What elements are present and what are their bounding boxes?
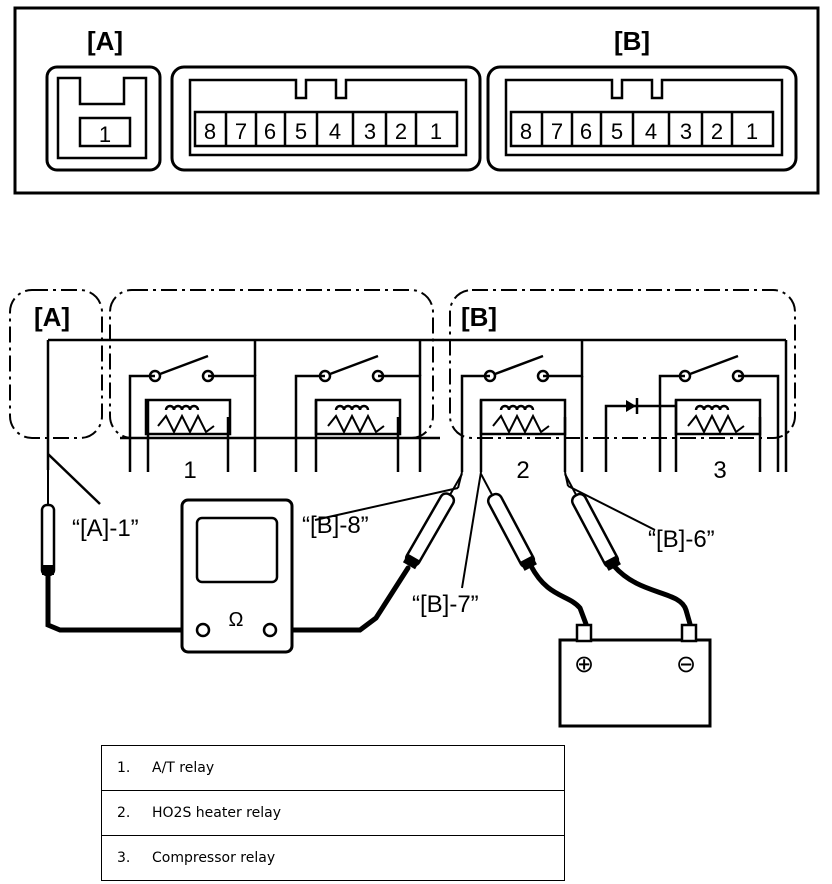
connector-b-pin: 7 (235, 119, 247, 144)
callout-a1: “[A]-1” (72, 515, 139, 542)
connector-b-pin: 3 (364, 119, 376, 144)
connector-b-pin: 4 (329, 119, 341, 144)
connector-b-pin: 1 (430, 119, 442, 144)
relay-2 (479, 354, 567, 436)
boundary-b (449, 289, 796, 439)
connector-b-pin: 2 (395, 119, 407, 144)
battery: ⊕ ⊖ (558, 623, 712, 728)
ohm-symbol: Ω (229, 609, 244, 631)
probe-b7 (480, 473, 537, 571)
connector-b-pin: 8 (204, 119, 216, 144)
legend-text: Compressor relay (152, 850, 276, 866)
legend-row: 1. A/T relay (102, 746, 564, 791)
connector-c-pin: 3 (680, 119, 692, 144)
legend-number: 3. (117, 850, 131, 866)
probe-b8 (402, 473, 463, 570)
connector-c: 8 7 6 5 4 3 2 1 (486, 65, 798, 172)
legend-table: 1. A/T relay 2. HO2S heater relay 3. Com… (101, 745, 565, 881)
circuit-label-a: [A] (34, 302, 70, 332)
connector-b: 8 7 6 5 4 3 2 1 (170, 65, 482, 172)
connector-label-a: [A] (87, 26, 123, 56)
connector-view-frame (13, 6, 820, 195)
connector-b-pin: 5 (295, 119, 307, 144)
relay-number-2: 2 (516, 457, 529, 484)
relay-number-3: 3 (713, 457, 726, 484)
connector-c-pin: 1 (746, 119, 758, 144)
legend-text: HO2S heater relay (152, 805, 281, 821)
relay-number-1: 1 (183, 457, 196, 484)
legend-text: A/T relay (152, 760, 215, 776)
connector-a-pin: 1 (99, 122, 111, 147)
boundary-a (9, 289, 103, 439)
relay-terminals (128, 340, 788, 472)
legend-row: 3. Compressor relay (102, 836, 564, 880)
callout-b7: “[B]-7” (412, 591, 479, 618)
connector-a: 1 (45, 65, 162, 172)
probe-a1 (40, 470, 56, 577)
ohmmeter: Ω (180, 498, 294, 654)
callout-b8: “[B]-8” (302, 512, 369, 539)
connector-label-b: [B] (614, 26, 650, 56)
connector-c-pin: 7 (551, 119, 563, 144)
connector-c-pin: 8 (520, 119, 532, 144)
battery-plus-icon: ⊕ (574, 651, 594, 678)
connector-c-pin: 5 (611, 119, 623, 144)
relay-1a (144, 354, 232, 436)
legend-number: 2. (117, 805, 131, 821)
connector-b-pin: 6 (264, 119, 276, 144)
connector-c-pin: 6 (580, 119, 592, 144)
circuit-label-b: [B] (461, 302, 497, 332)
diode-symbol (626, 398, 639, 414)
boundary-relay-1 (109, 289, 434, 439)
relay-1b (314, 354, 402, 436)
bus-wires (46, 338, 786, 505)
legend-row: 2. HO2S heater relay (102, 791, 564, 836)
battery-minus-icon: ⊖ (676, 651, 696, 678)
relay-3 (674, 354, 762, 436)
connector-c-pin: 2 (711, 119, 723, 144)
legend-number: 1. (117, 760, 131, 776)
callout-b6: “[B]-6” (648, 526, 715, 553)
test-leads (45, 563, 693, 633)
connector-c-pin: 4 (645, 119, 657, 144)
